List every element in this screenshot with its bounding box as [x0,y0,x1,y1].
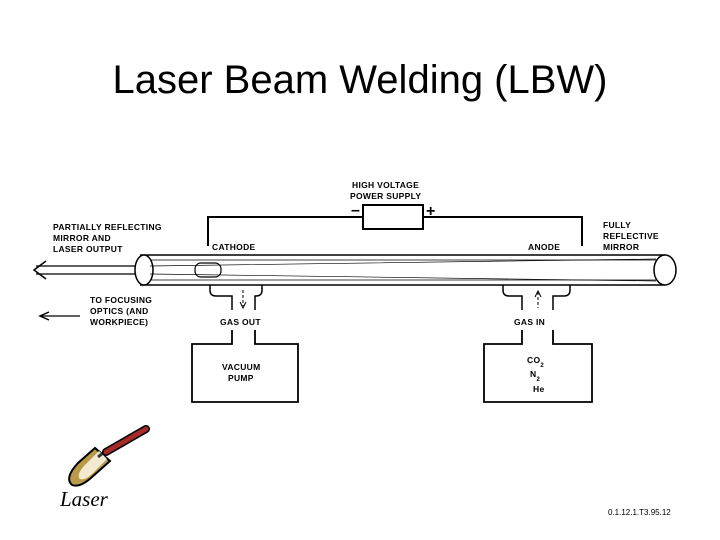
gas-out-label: GAS OUT [220,317,261,327]
laser-tube [134,254,677,286]
trowel-logo-icon [68,425,150,487]
full-mirror [653,254,677,286]
partial-mirror-label-3: LASER OUTPUT [53,244,123,254]
plus-sign: + [426,203,435,220]
he-label: He [533,384,544,394]
co2-label: CO2 [527,355,544,369]
focusing-arrow [38,311,80,321]
gas-in-pipe [502,285,571,310]
focusing-label-1: TO FOCUSING [90,295,152,305]
beam-paths [149,258,657,282]
cathode-wire [207,216,363,246]
full-mirror-label-1: FULLY [603,220,631,230]
focusing-label-3: WORKPIECE) [90,317,148,327]
anode-label: ANODE [528,242,560,252]
slide-code: 0.1.12.1.T3.95.12 [608,508,671,517]
power-supply-label-2: POWER SUPPLY [350,191,421,201]
full-mirror-label-2: REFLECTIVE [603,231,659,241]
partial-mirror [134,254,154,286]
partial-mirror-label-2: MIRROR AND [53,233,111,243]
cathode-electrode [194,262,222,278]
partial-mirror-label-1: PARTIALLY REFLECTING [53,222,162,232]
gas-out-pipe [209,285,263,310]
vacuum-pump-label-1: VACUUM [222,362,260,372]
laser-output-arrow [32,260,136,280]
logo-label: Laser [60,487,108,511]
power-supply-label-1: HIGH VOLTAGE [352,180,419,190]
focusing-label-2: OPTICS (AND [90,306,149,316]
power-supply [207,204,583,246]
gas-in-label: GAS IN [514,317,545,327]
gas-supply-box [483,330,593,403]
minus-sign: – [351,202,360,219]
slide-title: Laser Beam Welding (LBW) [112,58,608,102]
full-mirror-label-3: MIRROR [603,242,639,252]
cathode-label: CATHODE [212,242,256,252]
power-supply-box [362,204,424,230]
n2-label: N2 [530,369,540,383]
anode-wire [423,216,583,246]
vacuum-pump-label-2: PUMP [228,373,254,383]
vacuum-pump-box [191,330,299,403]
